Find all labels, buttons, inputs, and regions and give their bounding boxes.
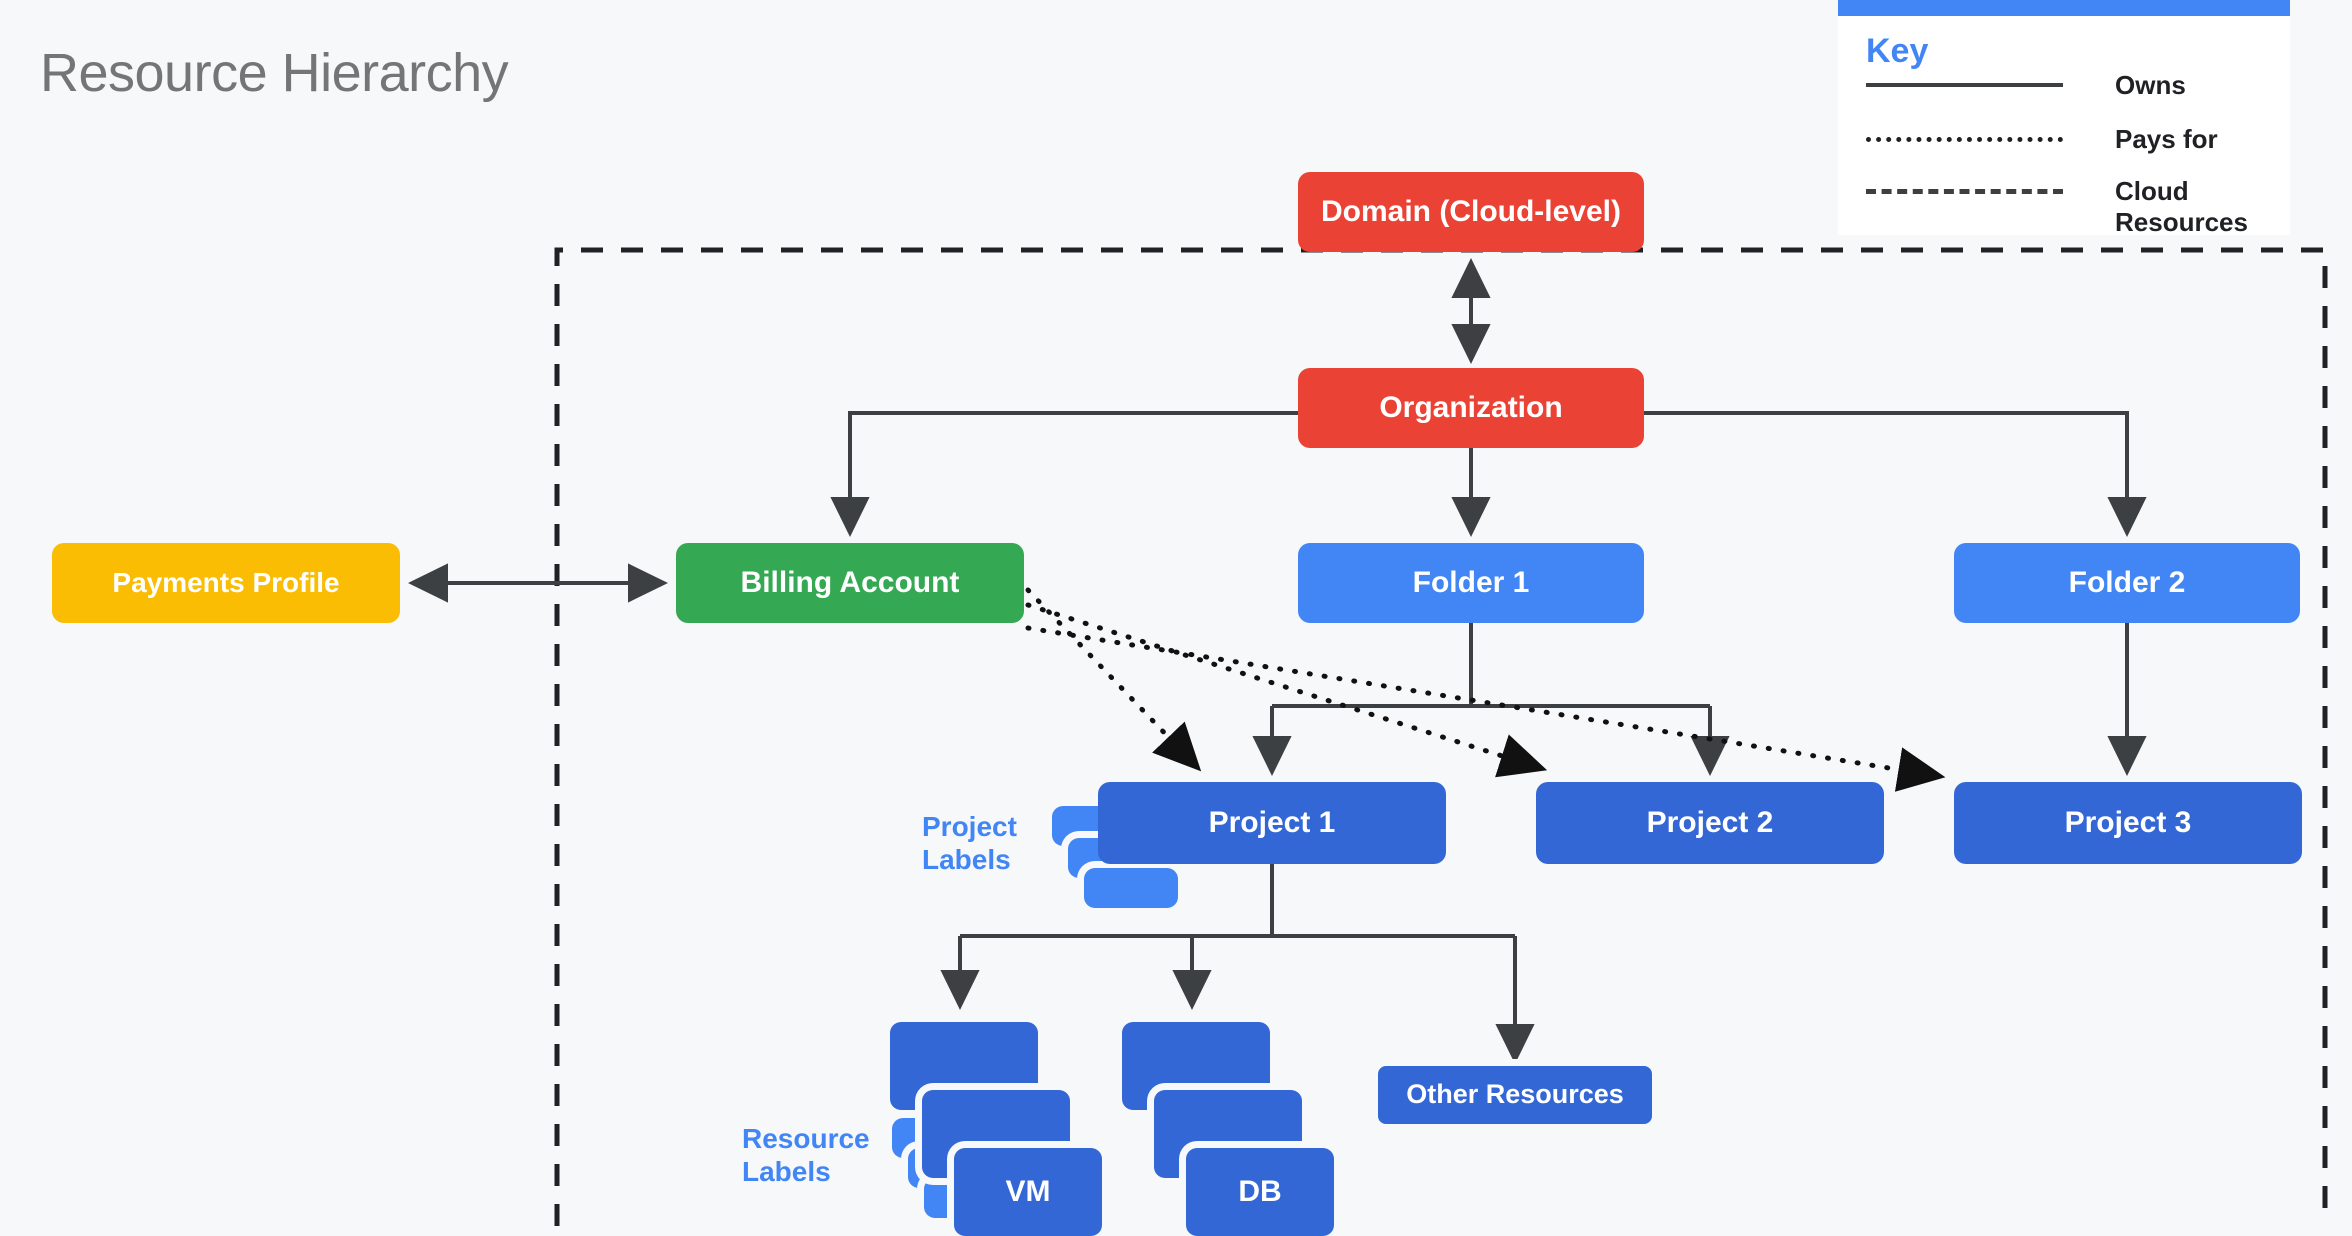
edge-folder1-split — [1270, 623, 1712, 772]
legend-title: Key — [1866, 32, 1929, 70]
node-folder-2-label: Folder 2 — [2068, 565, 2186, 599]
node-organization[interactable]: Organization — [1298, 368, 1644, 448]
edge-billing-project2 — [1025, 602, 1548, 778]
legend-row-owns: Owns — [1866, 70, 2186, 101]
db-label: DB — [1238, 1175, 1282, 1208]
node-payments-profile-label: Payments Profile — [112, 566, 340, 598]
legend-dashed-line-icon — [1866, 189, 2063, 194]
node-project-3[interactable]: Project 3 — [1954, 782, 2302, 864]
node-folder-2[interactable]: Folder 2 — [1954, 543, 2300, 623]
legend-label-owns: Owns — [2115, 70, 2186, 100]
db-card-front[interactable]: DB — [1186, 1148, 1334, 1236]
edge-billing-project1 — [1025, 587, 1202, 772]
edge-organization-billing — [830, 411, 1298, 537]
vm-card-front[interactable]: VM — [954, 1148, 1102, 1236]
page-title: Resource Hierarchy — [40, 43, 509, 103]
legend-label-cloud-resources: Cloud Resources — [2115, 176, 2248, 238]
legend-solid-line-icon — [1866, 83, 2063, 87]
node-project-1-label: Project 1 — [1208, 805, 1336, 839]
node-project-1[interactable]: Project 1 — [1098, 782, 1446, 864]
node-domain-label: Domain (Cloud-level) — [1320, 194, 1621, 228]
node-other-resources[interactable]: Other Resources — [1378, 1066, 1652, 1124]
legend-panel: Key Owns Pays for Cloud Resources — [1838, 0, 2290, 238]
node-folder-1[interactable]: Folder 1 — [1298, 543, 1644, 623]
legend-dotted-line-icon — [1866, 137, 2063, 142]
node-billing-account[interactable]: Billing Account — [676, 543, 1024, 623]
node-project-3-label: Project 3 — [2064, 805, 2192, 839]
resource-labels-text: Resource Labels — [742, 1123, 870, 1188]
project-label-chip — [1084, 868, 1178, 908]
node-project-2-label: Project 2 — [1646, 805, 1774, 839]
node-billing-account-label: Billing Account — [740, 565, 960, 599]
legend-row-cloud-resources: Cloud Resources — [1866, 176, 2248, 238]
edge-billing-project3 — [1025, 625, 1946, 792]
node-folder-1-label: Folder 1 — [1412, 565, 1530, 599]
vm-label: VM — [1005, 1175, 1051, 1208]
node-organization-label: Organization — [1379, 390, 1563, 424]
node-project-2[interactable]: Project 2 — [1536, 782, 1884, 864]
node-domain[interactable]: Domain (Cloud-level) — [1298, 172, 1644, 252]
legend-row-pays-for: Pays for — [1866, 124, 2218, 155]
project-labels-text: Project Labels — [922, 811, 1017, 876]
node-other-resources-label: Other Resources — [1406, 1079, 1624, 1110]
legend-label-pays-for: Pays for — [2115, 124, 2218, 154]
legend-accent-bar — [1838, 0, 2290, 16]
node-payments-profile[interactable]: Payments Profile — [52, 543, 400, 623]
edge-organization-folder2 — [1644, 411, 2147, 537]
